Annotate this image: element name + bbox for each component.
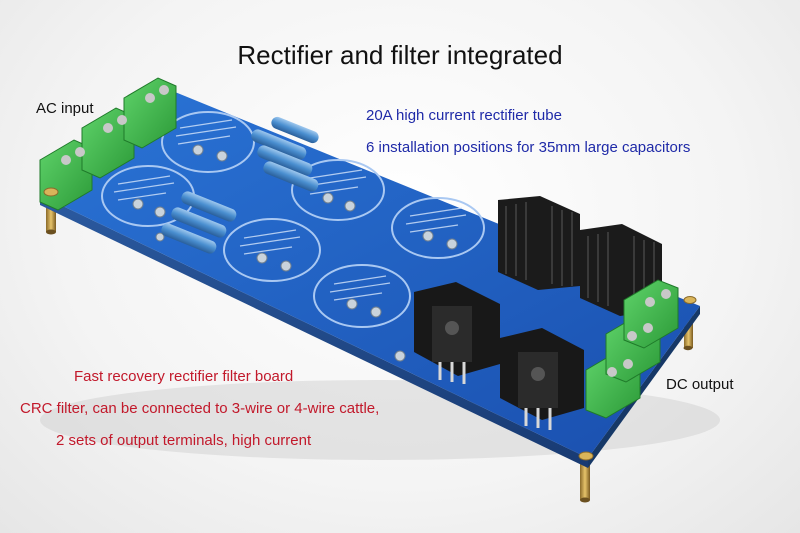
heatsink-lower-left — [414, 282, 500, 384]
page-title: Rectifier and filter integrated — [237, 40, 563, 70]
resistor-group-bottom — [161, 191, 237, 254]
feature-rectifier-tube: 20A high current rectifier tube — [366, 107, 562, 124]
heatsink-lower-right — [500, 328, 584, 430]
capacitor-hatching — [113, 119, 467, 301]
dc-output-terminals — [585, 279, 679, 419]
feature-board-type: Fast recovery rectifier filter board — [74, 368, 294, 385]
feature-crc-filter: CRC filter, can be connected to 3-wire o… — [20, 400, 380, 417]
pcb-edge — [40, 195, 588, 468]
solder-points — [132, 144, 458, 362]
heatsink-upper-left — [498, 196, 580, 290]
feature-capacitor-positions: 6 installation positions for 35mm large … — [366, 139, 691, 156]
dc-output-label: DC output — [666, 376, 734, 393]
standoff-nuts — [43, 187, 697, 461]
ac-input-label: AC input — [36, 100, 94, 117]
feature-output-terminals: 2 sets of output terminals, high current — [56, 432, 312, 449]
resistor-group-top — [251, 116, 319, 192]
